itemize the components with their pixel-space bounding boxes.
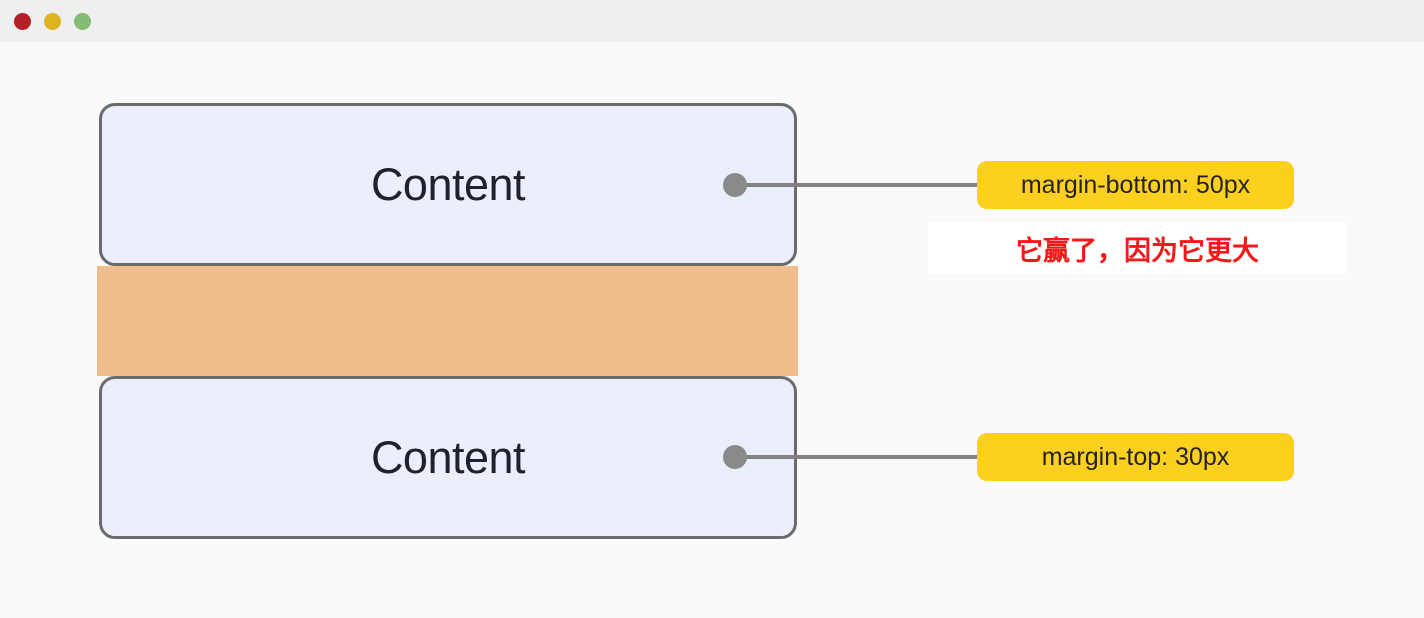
window-close-icon[interactable] bbox=[14, 12, 31, 30]
connector-line-bottom bbox=[735, 455, 977, 459]
margin-collapse-diagram: Content Content margin-bottom: 50px 它赢了，… bbox=[0, 42, 1424, 618]
winner-note: 它赢了，因为它更大 bbox=[928, 222, 1347, 274]
margin-top-label: margin-top: 30px bbox=[977, 433, 1294, 481]
connector-line-top bbox=[735, 183, 977, 187]
content-box-top: Content bbox=[99, 103, 797, 266]
margin-bottom-label: margin-bottom: 50px bbox=[977, 161, 1294, 209]
content-box-top-label: Content bbox=[370, 158, 526, 210]
collapsed-margin-band bbox=[97, 266, 798, 376]
window-maximize-icon[interactable] bbox=[74, 12, 91, 30]
content-box-bottom: Content bbox=[99, 376, 797, 539]
window-titlebar bbox=[0, 0, 1424, 42]
connector-dot-bottom bbox=[723, 445, 747, 469]
content-box-bottom-label: Content bbox=[370, 431, 526, 483]
connector-dot-top bbox=[723, 173, 747, 197]
window-minimize-icon[interactable] bbox=[44, 12, 61, 30]
